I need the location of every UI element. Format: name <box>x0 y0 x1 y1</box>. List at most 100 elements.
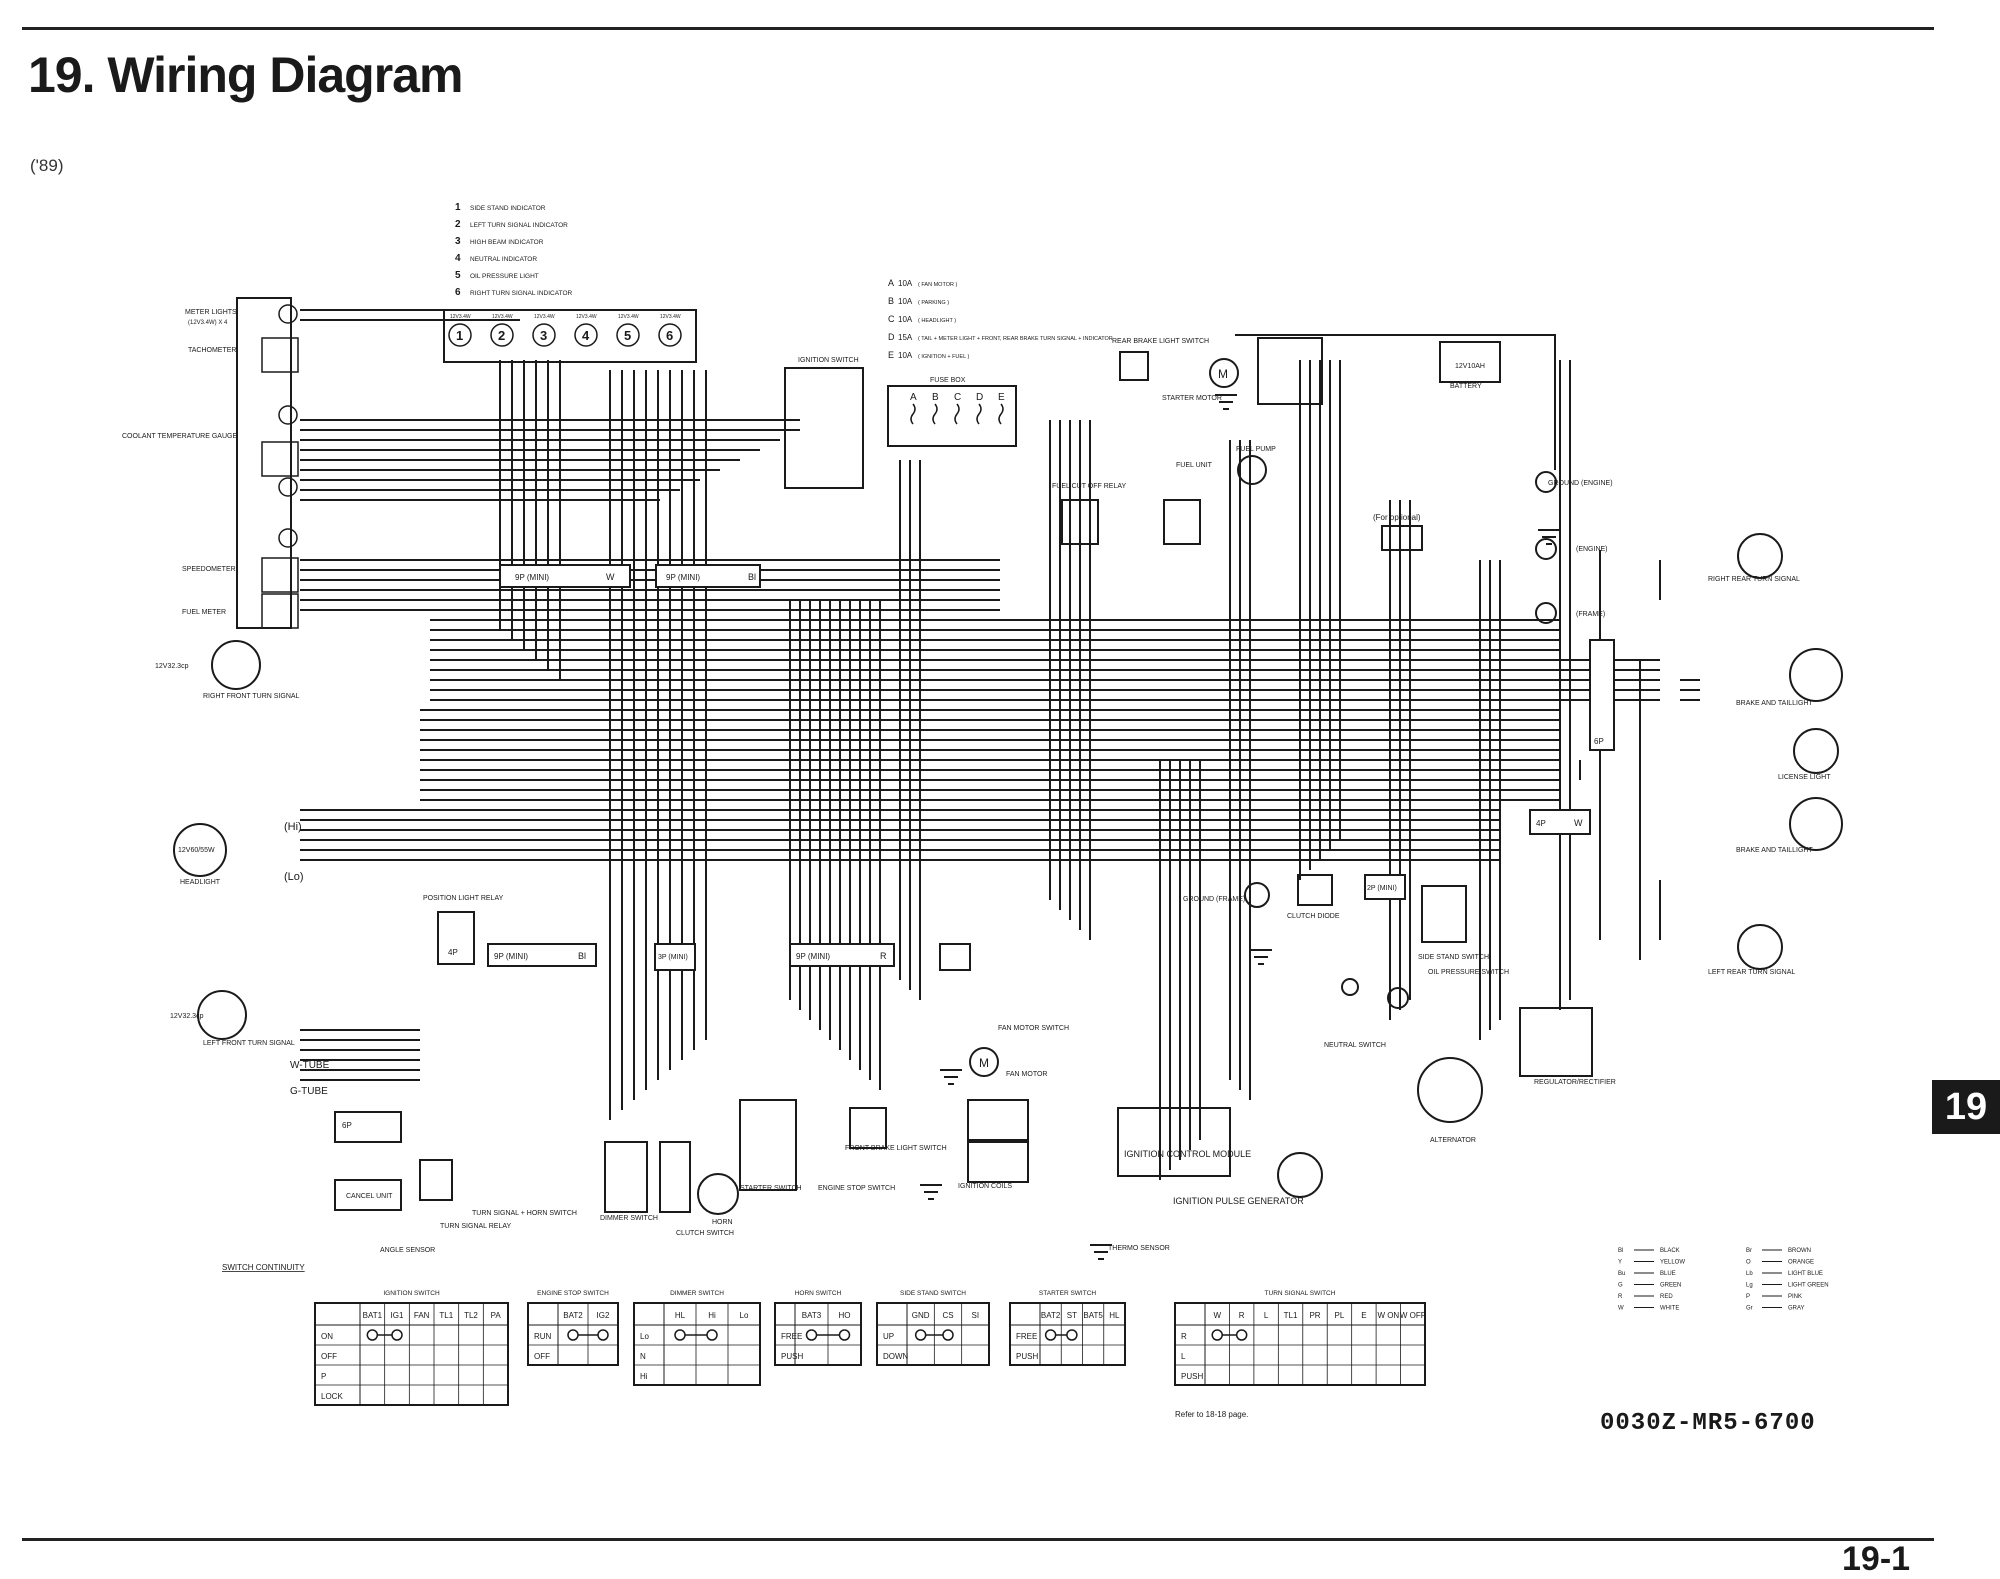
regulator-label: REGULATOR/RECTIFIER <box>1534 1079 1616 1086</box>
color-code: Bu <box>1618 1271 1625 1277</box>
fuse-letter: C <box>954 392 961 403</box>
continuity-column-header: HL <box>1109 1311 1120 1320</box>
continuity-row-label: N <box>640 1352 646 1361</box>
continuity-table-title: ENGINE STOP SWITCH <box>537 1290 609 1297</box>
color-code: Y <box>1618 1260 1622 1266</box>
continuity-column-header: E <box>1361 1311 1366 1320</box>
oil-pressure-switch-label: OIL PRESSURE SWITCH <box>1428 969 1509 976</box>
starter-motor-label: STARTER MOTOR <box>1162 395 1222 402</box>
fuse-symbol <box>932 403 938 425</box>
clutch-diode-label: CLUTCH DIODE <box>1287 913 1340 920</box>
color-code: Bl <box>1618 1248 1623 1254</box>
rear-brake-switch-label: REAR BRAKE LIGHT SWITCH <box>1112 338 1209 345</box>
for-optional-label: (For optional) <box>1373 513 1421 522</box>
color-name: LIGHT BLUE <box>1788 1271 1823 1277</box>
continuity-column-header: TL2 <box>464 1311 478 1320</box>
continuity-row-label: Lo <box>640 1332 649 1341</box>
page-title: 19. Wiring Diagram <box>28 47 463 103</box>
horn-symbol <box>697 1173 739 1215</box>
fuse-legend-text: ( IGNITION + FUEL ) <box>918 354 969 360</box>
thermo-sensor-label: THERMO SENSOR <box>1108 1245 1170 1252</box>
continuity-column-header: Lo <box>740 1311 749 1320</box>
headlight-label: HEADLIGHT <box>180 879 221 886</box>
page-number: 19-1 <box>1842 1540 1911 1578</box>
fuse-legend-rating: 10A <box>898 351 913 360</box>
battery-label: BATTERY <box>1450 383 1482 390</box>
connector-9p-a-color: W <box>606 572 615 582</box>
front-brake-switch-label: FRONT BRAKE LIGHT SWITCH <box>845 1145 947 1152</box>
right-rear-turn-bulb <box>1737 533 1783 579</box>
continuity-row-label: PUSH <box>1181 1372 1203 1381</box>
continuity-column-header: TL1 <box>439 1311 453 1320</box>
handlebar-switches: 6P CANCEL UNIT ANGLE SENSOR TURN SIGNAL … <box>334 1099 947 1254</box>
color-code: P <box>1746 1294 1750 1300</box>
continuity-row-label: FREE <box>1016 1332 1037 1341</box>
continuity-column-header: PA <box>491 1311 502 1320</box>
indicator-legend-text: SIDE STAND INDICATOR <box>470 205 546 212</box>
fuse-legend-id: E <box>888 350 894 360</box>
fuse-legend-rating: 15A <box>898 333 913 342</box>
color-name: LIGHT GREEN <box>1788 1283 1829 1289</box>
fuse-symbol <box>976 403 982 425</box>
indicator-bulb-number: 6 <box>666 328 673 343</box>
continuity-column-header: IG2 <box>597 1311 610 1320</box>
front-lights: 12V32.3cp RIGHT FRONT TURN SIGNAL 12V60/… <box>155 640 330 1097</box>
left-front-turn-label: LEFT FRONT TURN SIGNAL <box>203 1040 295 1047</box>
side-stand-switch-label: SIDE STAND SWITCH <box>1418 954 1489 961</box>
top-rule <box>22 27 1934 30</box>
indicator-bulb-number: 4 <box>582 328 590 343</box>
bottom-rule <box>22 1538 1934 1541</box>
color-code: Lb <box>1746 1271 1753 1277</box>
connector-9p-a-label: 9P (MINI) <box>515 573 549 582</box>
alternator-label: ALTERNATOR <box>1430 1137 1476 1144</box>
fuse-legend-text: ( HEADLIGHT ) <box>918 318 956 324</box>
color-code: G <box>1618 1283 1623 1289</box>
drawing-number: 0030Z-MR5-6700 <box>1600 1410 1816 1437</box>
indicator-legend-num: 1 <box>455 202 461 213</box>
left-front-turn-bulb <box>197 990 247 1040</box>
continuity-column-header: PR <box>1309 1311 1320 1320</box>
fuse-legend-text: ( FAN MOTOR ) <box>918 282 957 288</box>
indicator-bulb-rating: 12V3.4W <box>618 314 639 320</box>
fan-motor-m: M <box>979 1056 989 1070</box>
indicator-bulb <box>616 323 640 347</box>
color-code: Lg <box>1746 1283 1753 1289</box>
color-name: GREEN <box>1660 1283 1681 1289</box>
w-tube-label: W-TUBE <box>290 1060 330 1071</box>
continuity-column-header: W OFF <box>1400 1311 1426 1320</box>
color-name: BLUE <box>1660 1271 1676 1277</box>
frame-ground-label: (FRAME) <box>1576 611 1605 618</box>
indicator-legend-text: HIGH BEAM INDICATOR <box>470 239 544 246</box>
ignition-coils-label: IGNITION COILS <box>958 1183 1012 1190</box>
horn-label: HORN <box>712 1219 733 1226</box>
continuity-row-label: FREE <box>781 1332 802 1341</box>
clutch-switch-label: CLUTCH SWITCH <box>676 1230 734 1237</box>
continuity-row-label: OFF <box>534 1352 550 1361</box>
turn-signal-relay-label: TURN SIGNAL RELAY <box>440 1223 512 1230</box>
indicator-legend-text: OIL PRESSURE LIGHT <box>470 273 539 280</box>
ground-symbols <box>920 394 1560 1260</box>
fuse-letter: B <box>932 392 939 403</box>
fan-motor-label: FAN MOTOR <box>1006 1071 1047 1078</box>
color-code: W <box>1618 1306 1624 1312</box>
pulse-generator-label: IGNITION PULSE GENERATOR <box>1173 1196 1304 1206</box>
rear-components: REAR BRAKE LIGHT SWITCH M STARTER MOTOR … <box>1052 337 1613 624</box>
battery-rating: 12V10AH <box>1455 363 1485 370</box>
continuity-column-header: FAN <box>414 1311 430 1320</box>
headlight-hi-label: (Hi) <box>284 821 302 833</box>
meter-lights-label: METER LIGHTS <box>185 309 237 316</box>
left-rear-turn-label: LEFT REAR TURN SIGNAL <box>1708 969 1795 976</box>
battery-symbol <box>1439 341 1501 383</box>
angle-sensor-label: ANGLE SENSOR <box>380 1247 435 1254</box>
continuity-column-header: Hi <box>708 1311 716 1320</box>
indicator-bulb <box>658 323 682 347</box>
